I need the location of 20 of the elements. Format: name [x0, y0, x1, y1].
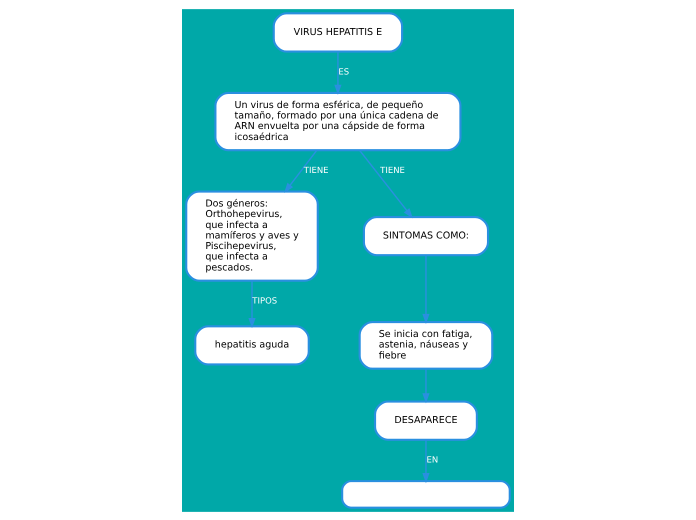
arrow: [422, 439, 430, 483]
arrow: [422, 368, 430, 403]
node-box: Dos géneros: Orthohepevirus, que infecta a mamíferos y aves y Piscihepevirus, que infecta a pescados.: [185, 190, 319, 282]
arrow: [248, 280, 256, 328]
node-box: VIRUS HEPATITIS E: [272, 12, 404, 52]
arrow: [334, 51, 342, 94]
arrow: [284, 149, 318, 193]
edge-label: TIENE: [304, 164, 329, 174]
edge-label: TIPOS: [252, 294, 278, 305]
edge-label: ES: [338, 66, 350, 76]
node-box: DESAPARECE: [374, 400, 478, 440]
node-box: Se inicia con fatiga, astenia, náuseas y fiebre: [358, 320, 494, 370]
node-box: Un virus de forma esférica, de pequeño tamaño, formado por una única cadena de ARN envuelta por una cápside de forma icosaédrica: [214, 91, 462, 151]
node-box: SINTOMAS COMO:: [362, 215, 490, 256]
edge-label: EN: [426, 454, 438, 464]
node-box: [341, 480, 511, 508]
node-box: hepatitis aguda: [194, 324, 310, 365]
edge-label: TIENE: [380, 164, 405, 174]
arrow: [359, 149, 413, 218]
arrow: [422, 254, 430, 324]
